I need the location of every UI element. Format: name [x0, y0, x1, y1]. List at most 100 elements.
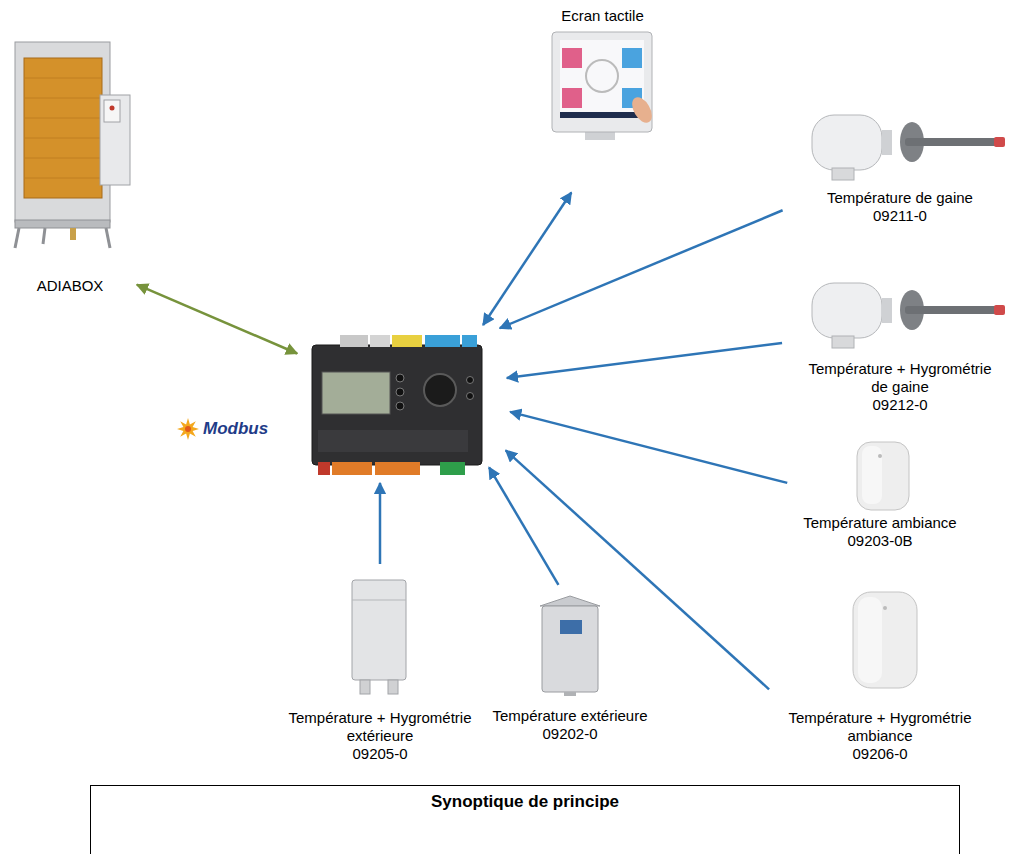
adiabox-illustration: [15, 42, 130, 248]
node-label: Température + Hygrométrie ambiance: [783, 709, 978, 745]
duct-sensor-illustration-part: [994, 305, 1005, 315]
sensor-node: Température ambiance09203-0B: [795, 430, 965, 552]
adiabox-illustration-part: [24, 178, 102, 179]
room-sensor-illustration-part: [853, 592, 917, 688]
touch-screen-illustration-part: [562, 48, 582, 68]
duct-sensor-illustration-part: [882, 298, 892, 323]
adiabox-illustration-part: [70, 228, 76, 240]
modbus-logo-star: [177, 418, 199, 440]
room-sensor-illustration-part: [862, 446, 882, 504]
sensor-node: Température + Hygrométrie ambiance09206-…: [775, 580, 985, 765]
room-sensor-illustration: [853, 592, 917, 688]
outdoor-sensor-illustration-part: [360, 680, 370, 694]
room-sensor-illustration-part: [858, 597, 882, 683]
node-label: Température de gaine: [827, 189, 973, 207]
node-label: ADIABOX: [37, 277, 104, 295]
adiabox-illustration-part: [15, 228, 19, 248]
node-label: Température + Hygrométrie extérieure: [283, 709, 478, 745]
touch-screen-illustration-part: [560, 112, 644, 118]
adiabox-illustration-part: [15, 42, 110, 222]
modbus-logo-star-part: [177, 418, 199, 440]
connector-arrow: [506, 450, 769, 689]
controller-illustration-part: [318, 430, 468, 452]
touch-screen-illustration-part: [560, 40, 644, 118]
controller-illustration-part: [370, 335, 390, 347]
touch-screen-node: Ecran tactile: [540, 5, 665, 155]
controller-illustration-part: [396, 374, 404, 382]
adiabox-illustration-part: [100, 95, 130, 185]
touch-screen-illustration-part: [586, 60, 618, 92]
sensor-node: Température + Hygrométrie de gaine09212-…: [790, 268, 1010, 416]
sensor-node: Température extérieure09202-0: [485, 590, 655, 745]
caption-text: Synoptique de principe: [91, 792, 959, 812]
outdoor-sensor-illustration-part: [352, 600, 406, 601]
node-label: Température extérieure: [492, 707, 647, 725]
controller-illustration: [312, 335, 482, 475]
controller-illustration-part: [467, 393, 474, 400]
room-sensor-illustration-part: [878, 454, 882, 458]
duct-sensor-illustration-part: [882, 130, 892, 155]
controller-illustration-part: [462, 335, 477, 347]
duct-sensor-illustration-part: [905, 306, 1000, 314]
connector-arrow: [137, 285, 297, 354]
duct-sensor-illustration-part: [812, 115, 882, 170]
reference-code: 09205-0: [352, 745, 407, 763]
reference-code: 09212-0: [872, 396, 927, 414]
connector-arrow: [379, 483, 382, 564]
outdoor-sensor-illustration: [540, 596, 600, 696]
adiabox-illustration-part: [104, 100, 120, 122]
reference-code: 09211-0: [873, 207, 927, 225]
adiabox-illustration-part: [106, 228, 110, 248]
outdoor-sensor-illustration: [352, 580, 406, 694]
adiabox-illustration-part: [24, 158, 102, 159]
outdoor-sensor-illustration-part: [560, 620, 582, 634]
adiabox-node: ADIABOX: [5, 35, 135, 297]
touch-screen-illustration-part: [552, 32, 652, 132]
controller-illustration-part: [375, 462, 420, 475]
controller-illustration-part: [322, 372, 390, 414]
node-label: Température + Hygrométrie de gaine: [803, 360, 998, 396]
adiabox-illustration-part: [110, 106, 115, 111]
outdoor-sensor-illustration-part: [388, 680, 398, 694]
duct-sensor-illustration: [812, 115, 1005, 180]
controller-illustration-part: [340, 335, 368, 347]
duct-sensor-illustration-part: [832, 168, 854, 180]
reference-code: 09203-0B: [847, 532, 912, 550]
adiabox-illustration-part: [24, 78, 102, 79]
outdoor-sensor-illustration-part: [564, 692, 576, 696]
connector-arrow: [507, 343, 782, 378]
adiabox-illustration-part: [24, 58, 102, 198]
touch-screen-illustration-part: [562, 88, 582, 108]
connector-arrow: [510, 412, 787, 483]
controller-illustration-part: [318, 462, 330, 475]
adiabox-illustration-part: [24, 118, 102, 119]
outdoor-sensor-illustration-part: [542, 606, 598, 692]
controller-illustration-part: [312, 345, 482, 465]
room-sensor-illustration-part: [883, 606, 887, 610]
adiabox-illustration-part: [24, 138, 102, 139]
sensor-node: Température de gaine09211-0: [790, 95, 1010, 227]
controller-illustration-part: [332, 462, 372, 475]
adiabox-illustration-part: [24, 98, 102, 99]
controller-illustration-part: [425, 335, 460, 347]
modbus-logo-star-part: [185, 426, 191, 432]
connector-arrow: [500, 210, 783, 328]
duct-sensor-illustration-part: [905, 138, 1000, 146]
controller-illustration-part: [396, 388, 404, 396]
duct-sensor-illustration-part: [832, 336, 854, 348]
duct-sensor-illustration-part: [994, 137, 1005, 147]
sensor-node: Température + Hygrométrie extérieure0920…: [275, 570, 485, 765]
controller-illustration-part: [467, 377, 474, 384]
node-label: Ecran tactile: [561, 7, 644, 25]
reference-code: 09206-0: [852, 745, 907, 763]
caption-box: Synoptique de principe: [90, 785, 960, 854]
duct-sensor-illustration: [812, 283, 1005, 348]
controller-illustration-part: [396, 402, 404, 410]
outdoor-sensor-illustration-part: [352, 580, 406, 680]
duct-sensor-illustration-part: [812, 283, 882, 338]
reference-code: 09202-0: [542, 725, 597, 743]
room-sensor-illustration-part: [857, 442, 909, 510]
adiabox-illustration-part: [15, 220, 110, 228]
